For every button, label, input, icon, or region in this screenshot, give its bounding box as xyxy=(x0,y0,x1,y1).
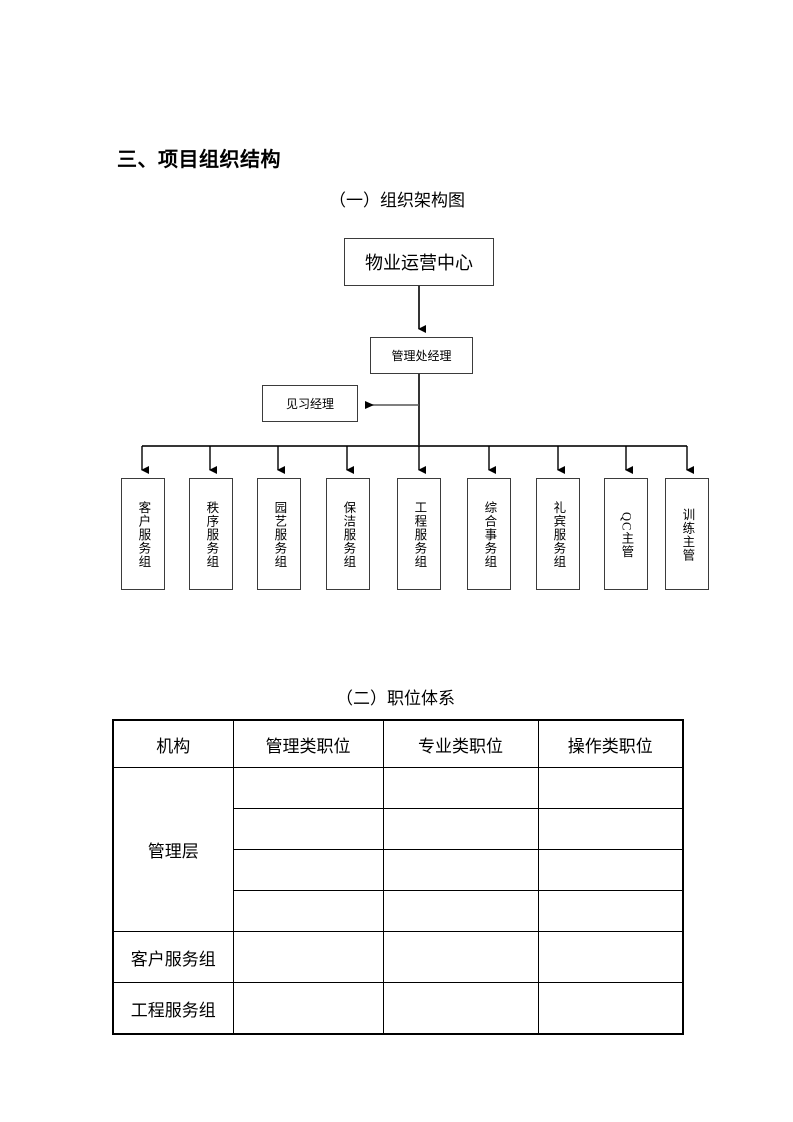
org-node-dept-6: 礼宾服务组 xyxy=(536,478,580,590)
org-node-dept-6-label: 礼宾服务组 xyxy=(551,501,566,569)
org-node-dept-1: 秩序服务组 xyxy=(189,478,233,590)
table-row: 管理层 xyxy=(112,767,684,932)
table-cell-mgmt xyxy=(232,808,384,850)
table-header-oper: 操作类职位 xyxy=(537,719,684,768)
org-node-dept-2: 园艺服务组 xyxy=(257,478,301,590)
table-cell-oper xyxy=(537,931,684,983)
table-header-row: 机构 管理类职位 专业类职位 操作类职位 xyxy=(112,719,684,768)
table-cell-org: 工程服务组 xyxy=(112,982,234,1035)
org-node-trainee-manager-label: 见习经理 xyxy=(285,397,334,411)
org-node-dept-5-label: 综合事务组 xyxy=(482,501,497,569)
subsection-title-org-chart: （一）组织架构图 xyxy=(329,191,465,210)
table-header-prof: 专业类职位 xyxy=(382,719,539,768)
org-node-dept-8-label: 训练主管 xyxy=(680,508,695,562)
table-cell-oper xyxy=(537,767,684,809)
table-header-mgmt: 管理类职位 xyxy=(232,719,384,768)
org-node-dept-3-label: 保洁服务组 xyxy=(341,501,356,569)
table-cell-prof xyxy=(382,767,539,809)
org-node-dept-4: 工程服务组 xyxy=(397,478,441,590)
table-cell-oper xyxy=(537,849,684,891)
table-row xyxy=(113,849,684,891)
table-cell-prof xyxy=(382,849,539,891)
table-cell-mgmt xyxy=(232,982,384,1035)
org-node-dept-7: QC主管 xyxy=(604,478,648,590)
table-header-org: 机构 xyxy=(112,719,234,768)
org-node-dept-3: 保洁服务组 xyxy=(326,478,370,590)
subsection-title-position-system: （二）职位体系 xyxy=(336,689,455,708)
org-node-dept-0-label: 客户服务组 xyxy=(136,501,151,569)
table-row: 工程服务组 xyxy=(112,982,684,1035)
table-row xyxy=(113,808,684,850)
table-row: 客户服务组 xyxy=(112,931,684,983)
org-node-dept-1-label: 秩序服务组 xyxy=(204,501,219,569)
org-node-root: 物业运营中心 xyxy=(344,238,494,286)
org-node-dept-5: 综合事务组 xyxy=(467,478,511,590)
org-node-dept-2-label: 园艺服务组 xyxy=(272,501,287,569)
table-cell-mgmt xyxy=(232,931,384,983)
org-node-trainee-manager: 见习经理 xyxy=(262,385,358,422)
table-cell-prof xyxy=(382,982,539,1035)
table-cell-oper xyxy=(537,808,684,850)
table-cell-org: 客户服务组 xyxy=(112,931,234,983)
org-node-manager: 管理处经理 xyxy=(370,337,473,374)
org-node-dept-0: 客户服务组 xyxy=(121,478,165,590)
table-cell-prof xyxy=(382,931,539,983)
org-node-dept-7-label: QC主管 xyxy=(619,511,634,559)
table-cell-oper xyxy=(537,890,684,932)
page-title: 三、项目组织结构 xyxy=(117,149,281,171)
table-cell-prof xyxy=(382,808,539,850)
org-node-dept-8: 训练主管 xyxy=(665,478,709,590)
table-cell-oper xyxy=(537,982,684,1035)
org-node-root-label: 物业运营中心 xyxy=(365,253,473,273)
position-system-table: 机构 管理类职位 专业类职位 操作类职位 管理层 xyxy=(112,719,684,1035)
table-cell-mgmt xyxy=(232,849,384,891)
table-cell-prof xyxy=(382,890,539,932)
org-node-dept-4-label: 工程服务组 xyxy=(412,501,427,569)
org-node-manager-label: 管理处经理 xyxy=(391,349,452,363)
table-cell-mgmt xyxy=(232,767,384,809)
table-cell-group-management: 管理层 xyxy=(112,767,234,932)
table-cell-mgmt xyxy=(232,890,384,932)
